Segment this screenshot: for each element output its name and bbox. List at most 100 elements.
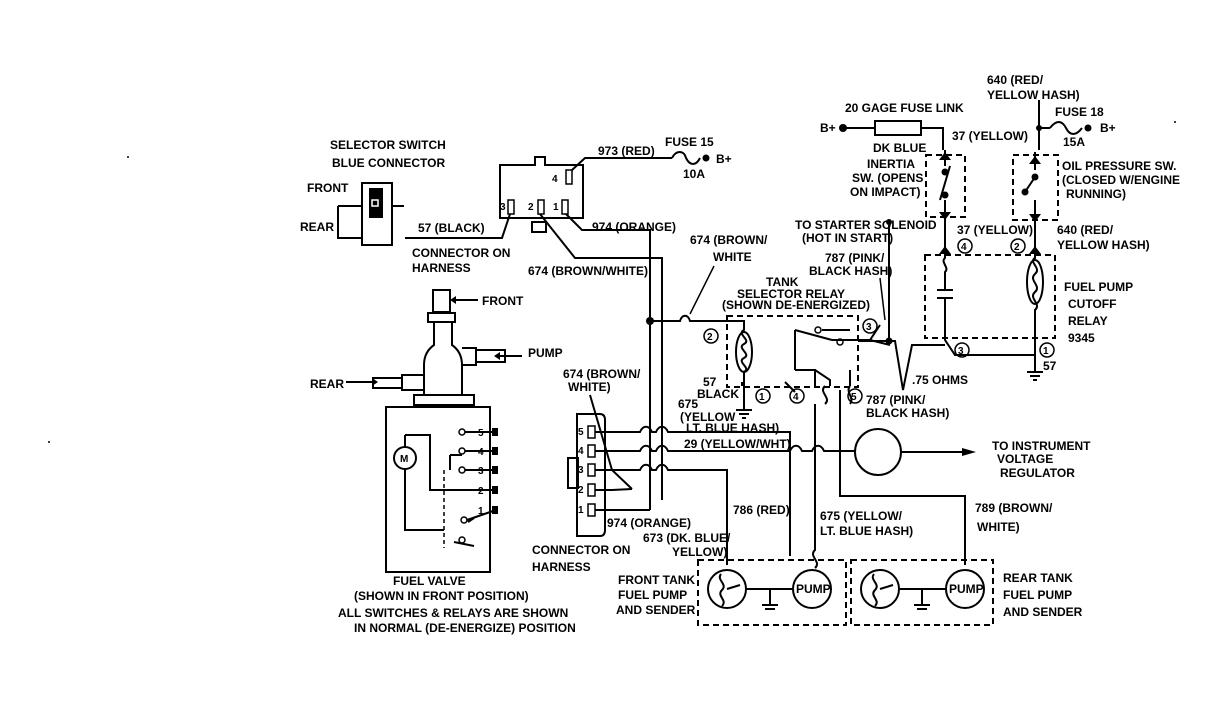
- fuel-valve: M 5 4 3 2 1 FRONT PUMP REAR FUEL VALVE (…: [310, 289, 576, 635]
- pin-label: 2: [478, 486, 484, 497]
- inertia-impact-label: ON IMPACT): [850, 185, 920, 199]
- pin-label: 4: [793, 392, 799, 403]
- to-instrument-label: TO INSTRUMENT: [992, 439, 1091, 453]
- front-tank-pump: PUMP FRONT TANK FUEL PUMP AND SENDER: [616, 559, 847, 626]
- valve-front-label: FRONT: [482, 294, 524, 308]
- motor-label: M: [400, 454, 408, 465]
- relay-black-label: BLACK: [697, 387, 739, 401]
- wire-37-label-2: 37 (YELLOW): [957, 223, 1033, 237]
- wire-973-label: 973 (RED): [598, 144, 655, 158]
- pin-label: 4: [961, 242, 967, 253]
- relay-number: 9345: [1068, 331, 1095, 345]
- fuse-link: B+ 20 GAGE FUSE LINK DK BLUE: [820, 101, 964, 155]
- wire-789: [839, 390, 966, 565]
- wire-674-bw-label: 674 (BROWN/WHITE): [528, 264, 648, 278]
- inertia-switch: 37 (YELLOW) INERTIA SW. (OPENS ON IMPACT…: [850, 129, 1028, 222]
- hot-in-start-label: (HOT IN START): [802, 231, 893, 245]
- front-tank-pump-label: FUEL PUMP: [618, 588, 687, 602]
- fuse18-amp: 15A: [1063, 135, 1085, 149]
- inertia-label: INERTIA: [867, 157, 915, 171]
- wire-789-label: 789 (BROWN/: [975, 501, 1053, 515]
- wire-674-white-label: WHITE: [713, 250, 752, 264]
- connector-on-label-2: CONNECTOR ON: [532, 543, 630, 557]
- wire-640-hash-label: YELLOW HASH): [987, 88, 1080, 102]
- pin-label: 2: [578, 485, 584, 496]
- rear-tank-sender-label: AND SENDER: [1003, 605, 1083, 619]
- wire-674-right: [650, 314, 724, 322]
- pin-label: 1: [478, 506, 484, 517]
- fuel-valve-position-label: (SHOWN IN FRONT POSITION): [354, 589, 529, 603]
- ohms-label: .75 OHMS: [912, 373, 968, 387]
- pin-label: 3: [866, 322, 872, 333]
- to-starter-label: TO STARTER SOLENOID: [795, 218, 937, 232]
- rear-tank-pump-label: FUEL PUMP: [1003, 588, 1072, 602]
- selector-switch: SELECTOR SWITCH BLUE CONNECTOR FRONT REA…: [300, 138, 446, 246]
- pin-label: 2: [707, 332, 713, 343]
- selector-rear-label: REAR: [300, 220, 334, 234]
- wire-675-label-2: 675 (YELLOW/: [820, 509, 903, 523]
- pin-label: 5: [578, 427, 584, 438]
- harness-label: HARNESS: [412, 261, 471, 275]
- pin-label: 4: [478, 447, 484, 458]
- relay-label: RELAY: [1068, 314, 1108, 328]
- rear-tank-pump: PUMP REAR TANK FUEL PUMP AND SENDER: [850, 559, 1083, 626]
- wire-674-brown-label-2: 674 (BROWN/: [563, 367, 641, 381]
- selector-relay-label: SELECTOR RELAY: [737, 287, 845, 301]
- tank-selector-relay: 2 3 1 4 5 TANK SELECTOR RELAY (SHOWN DE-…: [697, 275, 891, 419]
- wire-37-label: 37 (YELLOW): [952, 129, 1028, 143]
- dk-blue-label: DK BLUE: [873, 141, 926, 155]
- wire-787-hash-label: BLACK HASH): [809, 264, 892, 278]
- wire-675-hash-label: LT. BLUE HASH): [686, 421, 779, 435]
- selector-switch-label: SELECTOR SWITCH: [330, 138, 446, 152]
- blue-connector-label: BLUE CONNECTOR: [332, 156, 445, 170]
- wire-787-label: 787 (PINK/: [825, 251, 885, 265]
- rear-pump-label: PUMP: [949, 582, 984, 596]
- relay-57-label: 57: [703, 375, 717, 389]
- wire-640-label: 640 (RED/: [987, 73, 1044, 87]
- inertia-opens-label: SW. (OPENS: [852, 171, 923, 185]
- valve-pump-label: PUMP: [528, 346, 563, 360]
- wire-674-brown-label: 674 (BROWN/: [690, 233, 768, 247]
- selector-front-label: FRONT: [307, 181, 349, 195]
- wire-675-down: [812, 404, 818, 569]
- wire-787-label-2: 787 (PINK/: [866, 393, 926, 407]
- wire-57-label: 57 (BLACK): [418, 221, 485, 235]
- wire-974-label: 974 (ORANGE): [592, 220, 676, 234]
- fuse15-symbol: [671, 151, 701, 165]
- wire-640-label-2: 640 (RED/: [1057, 223, 1114, 237]
- wire-789-white-label: WHITE): [977, 520, 1020, 534]
- regulator-label: REGULATOR: [1000, 466, 1075, 480]
- wire-786-label: 786 (RED): [733, 503, 790, 517]
- wire-57-black: [405, 213, 511, 239]
- oil-running-label: RUNNING): [1066, 187, 1126, 201]
- wire-675-label: 675: [678, 397, 698, 411]
- cutoff-label: CUTOFF: [1068, 297, 1116, 311]
- harness-label-2: HARNESS: [532, 560, 591, 574]
- fuse15-amp: 10A: [683, 167, 705, 181]
- oil-sw-label: OIL PRESSURE SW.: [1062, 159, 1176, 173]
- wire-pin3: [595, 463, 728, 565]
- front-tank-sender-label: AND SENDER: [616, 603, 696, 617]
- wire-674-left: [539, 213, 663, 500]
- pin-label: 5: [851, 392, 857, 403]
- rear-tank-label: REAR TANK: [1003, 571, 1073, 585]
- wire-973: [571, 157, 672, 171]
- wire-pin5: [595, 425, 791, 556]
- wire-974-label-2: 974 (ORANGE): [607, 516, 691, 530]
- lower-connector: 5 4 3 2 1 CONNECTOR ON HARNESS: [532, 413, 630, 574]
- pin-label: 4: [552, 174, 558, 185]
- pin-label: 3: [478, 466, 484, 477]
- connector-on-label: CONNECTOR ON: [412, 246, 510, 260]
- fuel-pump-cutoff-relay: 4 2 3 1 37 (YELLOW) 640 (RED/ YELLOW HAS…: [924, 222, 1150, 381]
- pin-label: 1: [1043, 346, 1049, 357]
- wire-pin2: [595, 488, 633, 491]
- voltage-label: VOLTAGE: [997, 452, 1053, 466]
- resistor-wires: [858, 225, 945, 391]
- fuse18-label: FUSE 18: [1055, 105, 1104, 119]
- tank-label: TANK: [766, 275, 799, 289]
- fuel-gauge: TO INSTRUMENT VOLTAGE REGULATOR: [854, 428, 1091, 480]
- pin-label: 3: [958, 346, 964, 357]
- fuel-pump-label: FUEL PUMP: [1064, 280, 1133, 294]
- fuel-valve-label: FUEL VALVE: [393, 574, 466, 588]
